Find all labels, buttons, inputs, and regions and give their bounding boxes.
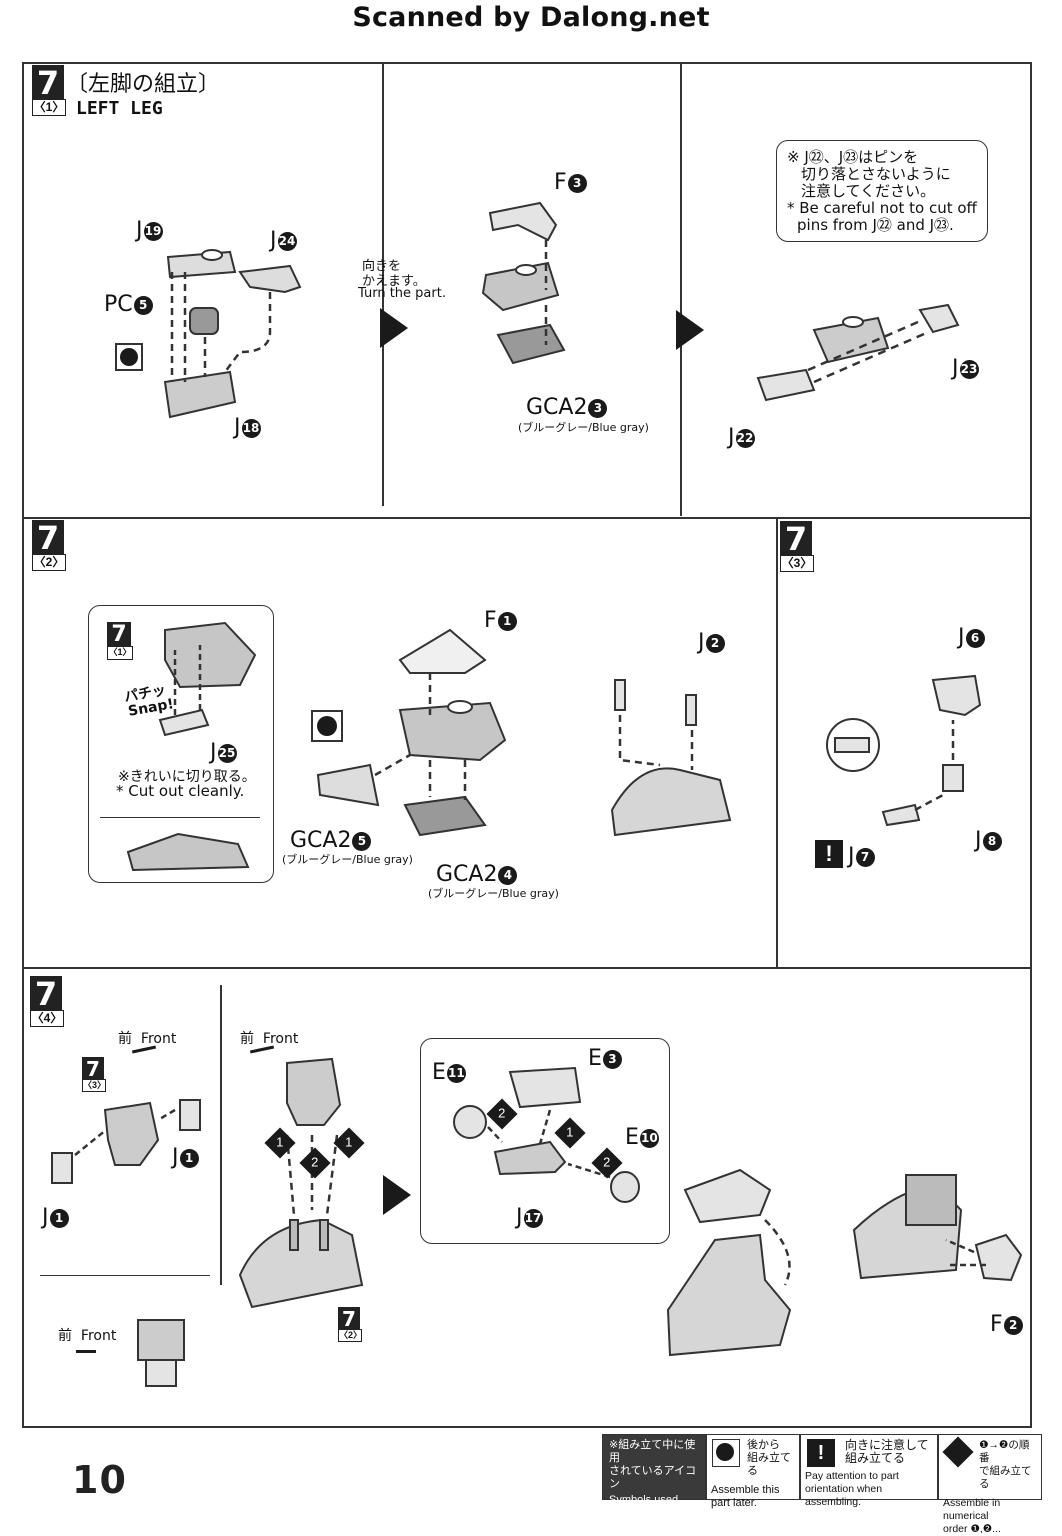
legend-later: 後から 組み立てる Assemble this part later. <box>706 1434 800 1509</box>
substep-number: 〈4〉 <box>30 1010 64 1027</box>
legend-header: ※組み立て中に使用 されているアイコン Symbols used in inst… <box>602 1434 706 1519</box>
attention-icon: ! <box>815 840 843 868</box>
divider <box>22 967 1032 969</box>
assemble-later-icon <box>712 1439 740 1467</box>
legend-order: ❶→❷の順番 で組み立てる Assemble in numerical orde… <box>938 1434 1042 1535</box>
step-number: 7 <box>780 521 812 557</box>
next-arrow-icon <box>383 1175 411 1215</box>
divider <box>776 519 778 967</box>
caution-note: ※ J㉒、J㉓はピンを 切り落とさないように 注意してください。 * Be ca… <box>776 140 988 242</box>
part-color-gca24: (ブルーグレー/Blue gray) <box>428 887 559 900</box>
ankle-result-illustration <box>137 1319 185 1387</box>
ankle-joint-illustration <box>826 674 982 827</box>
turn-note-jp-2: かえます。 <box>362 274 426 289</box>
scanner-credit: Scanned by Dalong.net <box>352 2 710 33</box>
sequence-badge-1: 1 <box>554 1117 586 1149</box>
ankle-armor-illustration <box>51 1099 201 1184</box>
ref-substep-number: 〈3〉 <box>82 1079 107 1092</box>
sequence-badge-2: 2 <box>486 1098 518 1130</box>
part-color-gca23: (ブルーグレー/Blue gray) <box>518 421 649 434</box>
divider <box>680 64 682 516</box>
turn-note-en: Turn the part. <box>358 286 446 301</box>
cut-note-jp: ※きれいに切り取る。 <box>118 769 256 785</box>
step-number: 7 <box>32 520 64 556</box>
sequence-badge-2: 2 <box>591 1147 623 1179</box>
ref-step-number: 7 <box>338 1307 360 1331</box>
ref-step-number: 7 <box>82 1057 104 1081</box>
substep-number: 〈3〉 <box>780 555 814 572</box>
left-leg-assembly-illustration <box>115 249 302 419</box>
turn-note-jp-1: 向きを <box>362 259 402 274</box>
section-divider <box>40 1275 210 1276</box>
front-label: 前 Front <box>118 1031 177 1047</box>
inset-illustration <box>158 621 257 737</box>
next-arrow-icon <box>380 308 408 348</box>
lower-leg-assembly-illustration <box>238 1057 364 1309</box>
step-title-en: LEFT LEG <box>76 98 163 119</box>
page-number: 10 <box>72 1458 127 1502</box>
inset-substep-number: 〈1〉 <box>107 646 133 660</box>
cut-note-en: * Cut out cleanly. <box>116 782 245 800</box>
sequence-badge-1: 1 <box>333 1127 365 1159</box>
hip-assembly-illustration <box>481 201 566 365</box>
inset-step-number: 7 <box>107 622 131 647</box>
next-arrow-icon <box>676 310 704 350</box>
ref-substep-number: 〈2〉 <box>338 1329 363 1342</box>
foot-armor-illustration <box>852 1174 1023 1282</box>
sequence-badge-1: 1 <box>264 1127 296 1159</box>
substep-number: 〈1〉 <box>32 99 66 116</box>
knee-armor-illustration <box>610 679 732 837</box>
substep-number: 〈2〉 <box>32 554 66 571</box>
page-frame <box>22 62 1032 1428</box>
pin-parts-illustration <box>756 303 960 402</box>
front-label: 前 Front <box>240 1031 299 1047</box>
knee-assembly-illustration <box>311 628 507 837</box>
sequence-badge-2: 2 <box>299 1147 331 1179</box>
heel-attach-illustration <box>666 1168 792 1357</box>
divider <box>382 64 384 506</box>
attention-icon: ! <box>807 1439 835 1467</box>
step-number: 7 <box>30 976 62 1012</box>
step-number: 7 <box>32 65 64 101</box>
heel-assembly-illustration <box>453 1066 640 1203</box>
inset-divider <box>100 817 260 818</box>
legend-attention: ! 向きに注意して 組み立てる Pay attention to part or… <box>800 1434 938 1508</box>
divider <box>220 985 222 1285</box>
part-color-gca25: (ブルーグレー/Blue gray) <box>282 853 413 866</box>
divider <box>22 517 1032 519</box>
inset-result-illustration <box>126 832 250 872</box>
front-label: 前 Front <box>58 1328 117 1344</box>
step-title-jp: 〔左脚の組立〕 <box>66 72 221 97</box>
front-arrow-icon <box>76 1350 96 1353</box>
